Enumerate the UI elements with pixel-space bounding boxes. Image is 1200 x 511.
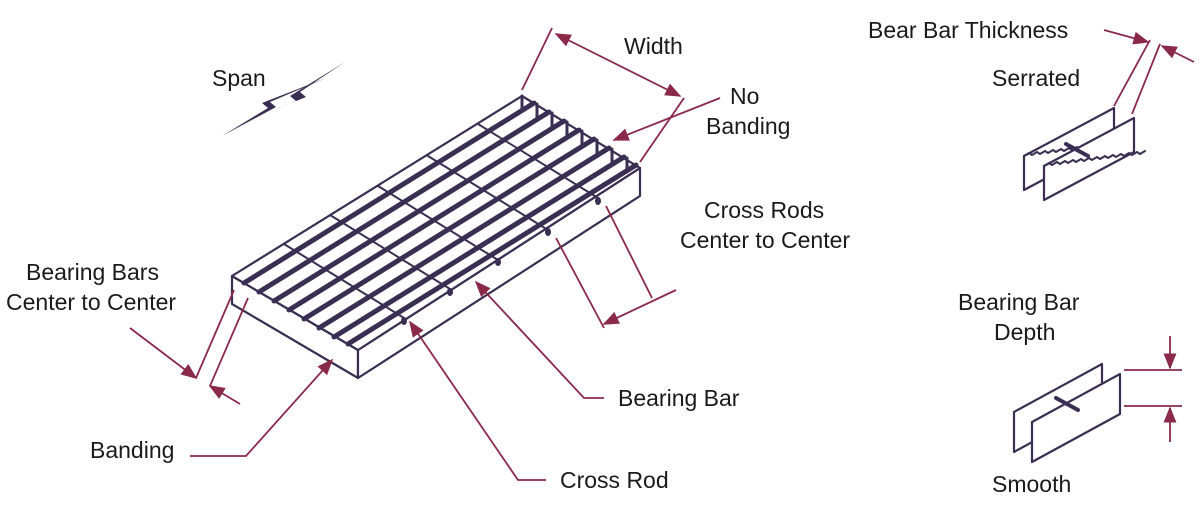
span-arrow-icon — [222, 62, 345, 136]
rod-ends — [401, 197, 601, 325]
label-bear-bar-thickness: Bear Bar Thickness — [868, 17, 1068, 43]
label-no-banding-1: No — [730, 83, 759, 109]
cross-rod-leader — [409, 320, 546, 481]
bar-thickness-dimension — [1103, 29, 1195, 115]
label-span: Span — [212, 65, 266, 91]
width-dimension — [521, 27, 685, 163]
label-cross-rod: Cross Rod — [560, 467, 669, 493]
label-bearing-bar: Bearing Bar — [618, 385, 740, 411]
bar-depth-dimension — [1124, 336, 1182, 442]
label-bearing-bars-1: Bearing Bars — [26, 259, 159, 285]
back-bar-ends — [520, 94, 629, 174]
cross-rods-dimension — [555, 205, 677, 329]
top-surface — [230, 94, 642, 352]
no-banding-leader — [612, 97, 721, 141]
label-cross-rods-1: Cross Rods — [704, 197, 824, 223]
grating-panel — [230, 94, 642, 380]
label-smooth: Smooth — [992, 471, 1071, 497]
serrated-bar-detail — [1022, 106, 1146, 202]
label-width: Width — [624, 33, 683, 59]
smooth-bar-detail — [1012, 362, 1122, 464]
label-no-banding-2: Banding — [706, 113, 790, 139]
banding-leader — [190, 358, 334, 457]
label-serrated: Serrated — [992, 65, 1080, 91]
label-bearing-bar-depth-2: Depth — [994, 319, 1055, 345]
label-cross-rods-2: Center to Center — [680, 227, 850, 253]
bearing-bars-dimension — [129, 289, 249, 405]
label-bearing-bar-depth-1: Bearing Bar — [958, 289, 1080, 315]
bearing-bar-leader — [474, 280, 604, 399]
label-banding: Banding — [90, 437, 174, 463]
cross-rods — [283, 123, 599, 319]
label-bearing-bars-2: Center to Center — [6, 289, 176, 315]
